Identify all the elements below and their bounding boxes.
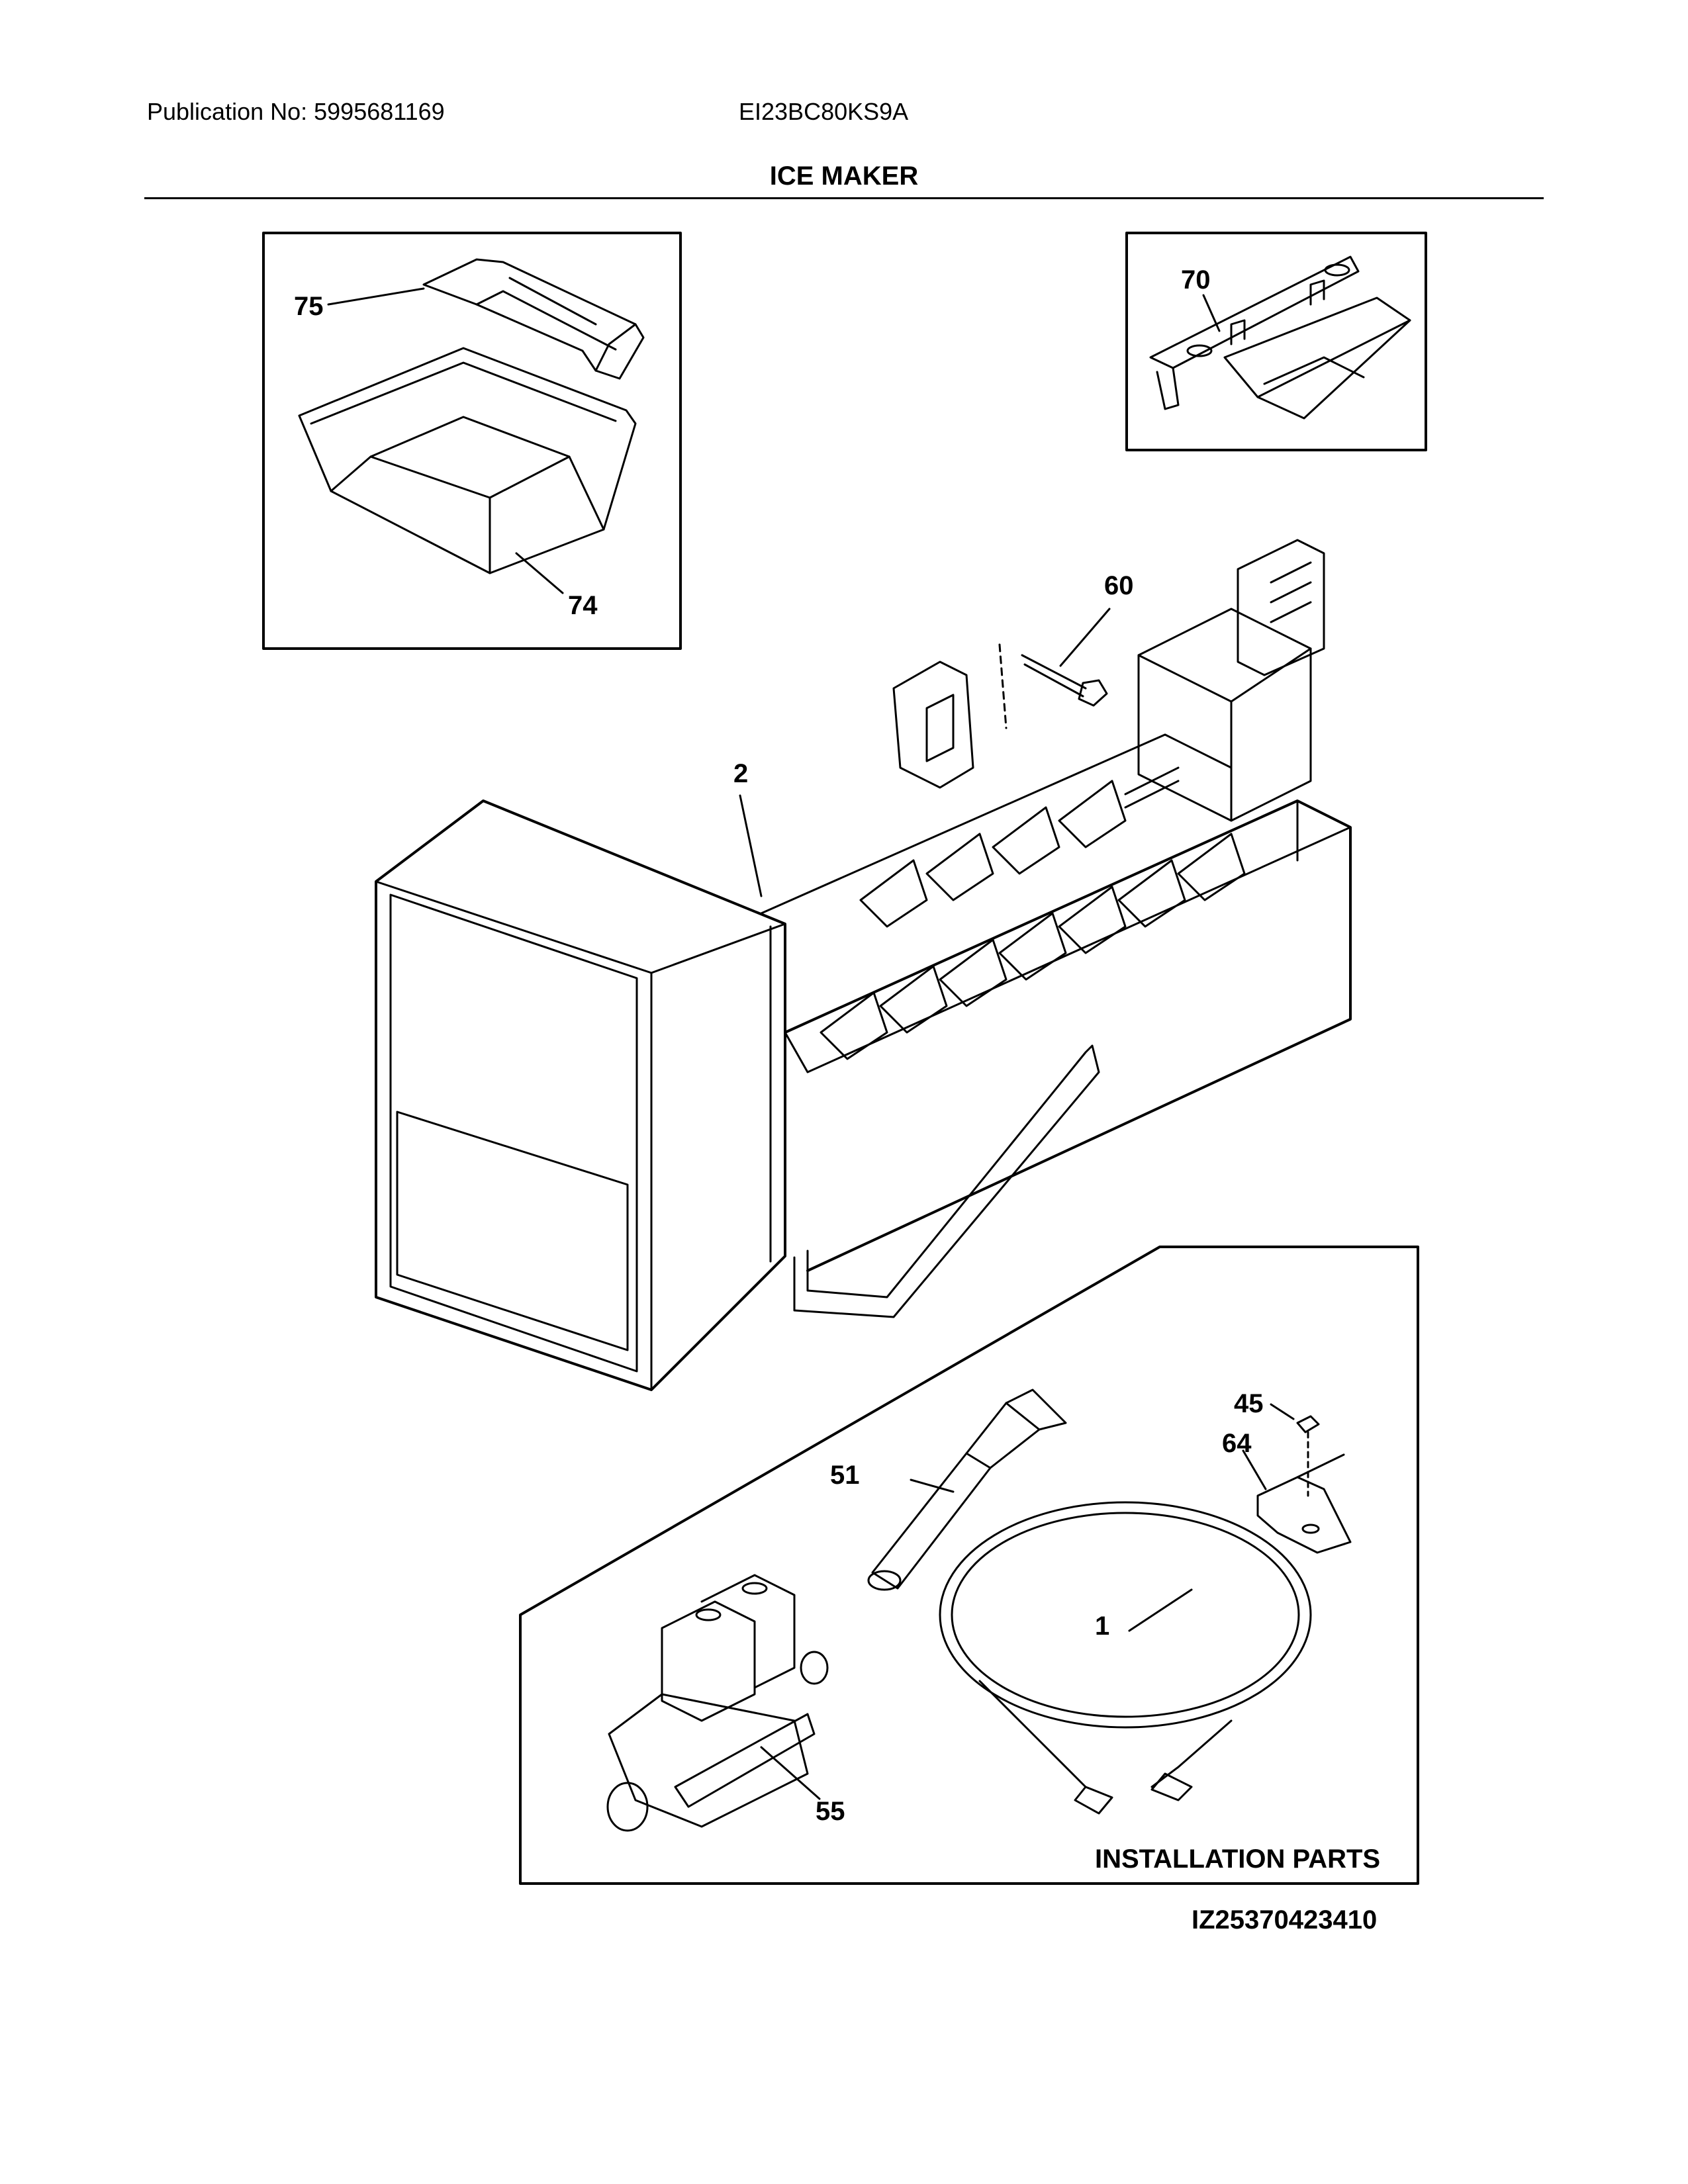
callout-70: 70	[1181, 265, 1211, 295]
leader-74	[515, 552, 564, 594]
shutoff-arm	[793, 1044, 1100, 1318]
callout-51: 51	[830, 1461, 860, 1490]
leader-2	[739, 794, 763, 897]
callout-75: 75	[294, 292, 324, 321]
leader-60	[1059, 608, 1111, 667]
leader-64	[1242, 1449, 1267, 1490]
bracket-inset	[1125, 232, 1427, 451]
mounting-bracket-part	[1149, 255, 1411, 420]
screw-part-60	[998, 608, 1111, 729]
leader-70	[1202, 294, 1221, 332]
callout-60: 60	[1104, 571, 1134, 600]
water-valve-part-55	[606, 1574, 829, 1832]
bin-lid-part	[422, 258, 645, 380]
installation-parts-frame	[519, 1246, 1419, 1885]
leader-75	[327, 287, 425, 306]
fill-tube-part-51	[867, 1388, 1067, 1591]
clamp-part-64	[1242, 1403, 1352, 1554]
title-rule	[144, 197, 1544, 199]
callout-74: 74	[568, 591, 598, 620]
model-number: EI23BC80KS9A	[739, 98, 909, 125]
callout-64: 64	[1222, 1429, 1252, 1458]
callout-2: 2	[733, 759, 748, 788]
page-title: ICE MAKER	[769, 161, 919, 191]
ice-bin-inset	[262, 232, 682, 650]
ice-maker-assembly	[375, 539, 1352, 1391]
ice-bin-part	[298, 347, 637, 574]
callout-45: 45	[1234, 1389, 1264, 1418]
callout-1: 1	[1095, 1612, 1109, 1641]
publication-number: Publication No: 5995681169	[147, 98, 445, 125]
installation-parts-label: INSTALLATION PARTS	[1095, 1844, 1380, 1874]
leader-55	[760, 1746, 821, 1800]
leader-1	[1128, 1588, 1193, 1632]
leader-51	[910, 1479, 955, 1493]
callout-55: 55	[816, 1797, 845, 1826]
water-tube-part-1	[939, 1501, 1312, 1815]
illustration-id: IZ25370423410	[1192, 1905, 1377, 1934]
ejector-fingers	[820, 780, 1246, 1060]
leader-45	[1270, 1403, 1295, 1420]
